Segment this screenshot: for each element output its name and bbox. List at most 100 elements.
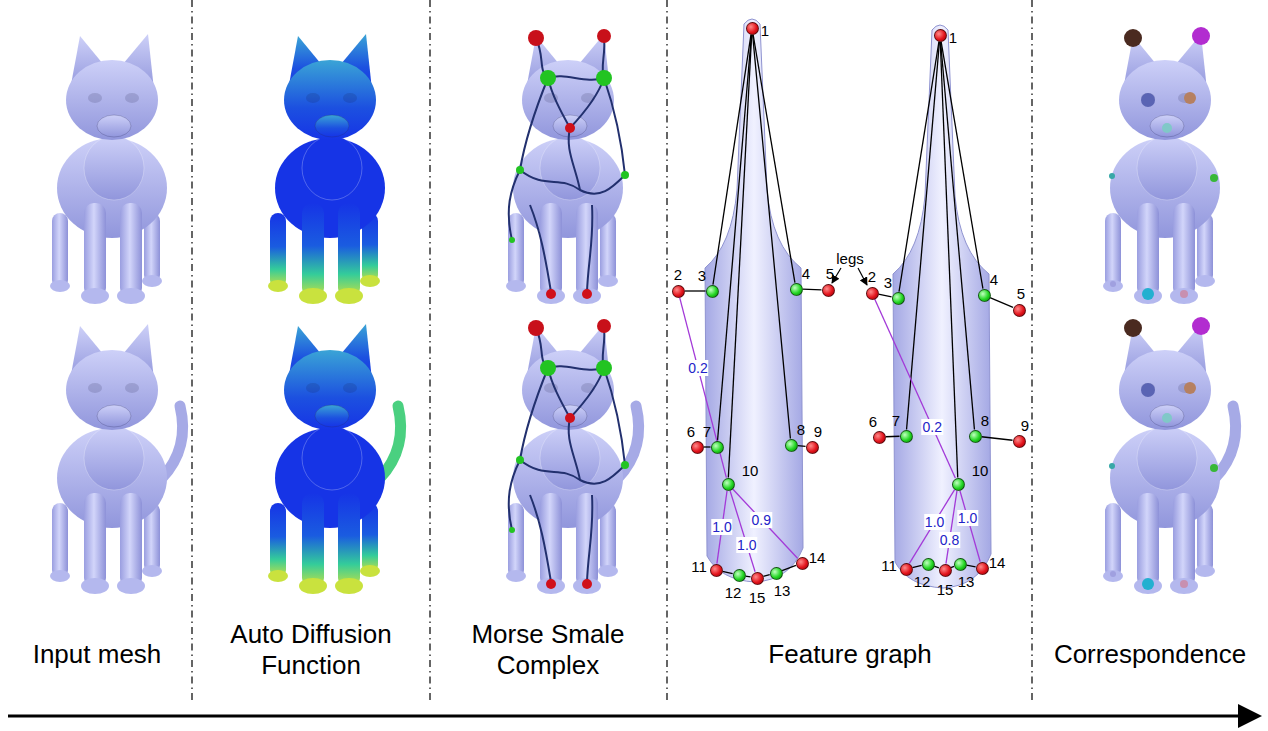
node-number: 12 (725, 585, 742, 600)
pipeline-arrow (8, 704, 1262, 728)
graph-edge (782, 565, 796, 570)
node-number: 7 (703, 424, 711, 439)
node-number: 1 (949, 30, 957, 45)
correspondence-mesh (1103, 34, 1236, 594)
graph-edge (718, 34, 752, 440)
node-number: 1 (761, 23, 769, 38)
msc-overlay (509, 29, 629, 589)
graph-edge (745, 575, 750, 577)
graph-node: 6 (873, 431, 886, 444)
edge-weight: 1.0 (924, 514, 945, 530)
graph-edge (763, 575, 769, 577)
graph-edge (912, 565, 921, 567)
graph-edge (753, 34, 795, 282)
node-number: 11 (691, 559, 707, 574)
graph-edge (728, 34, 751, 477)
node-number: 11 (881, 558, 897, 573)
edge-weight: 1.0 (711, 519, 732, 535)
graph-edge (802, 289, 821, 291)
stage-label: Morse Smale Complex (438, 619, 658, 681)
node-number: 7 (892, 413, 900, 428)
node-number: 13 (958, 574, 975, 589)
graph-edge (685, 290, 706, 291)
graph-edge (753, 34, 791, 438)
graph-node: 6 (691, 441, 704, 454)
stage-label: Correspondence (1035, 639, 1265, 670)
node-number: 8 (797, 422, 805, 437)
node-number: 14 (809, 550, 826, 565)
adf-mesh (268, 34, 401, 594)
node-number: 10 (972, 463, 989, 478)
graph-node: 15 (751, 572, 764, 585)
graph-edge (704, 446, 711, 447)
edge-weight: 0.9 (751, 512, 772, 528)
graph-edge (899, 41, 939, 291)
graph-edge (722, 571, 732, 573)
edge-weight: 0.2 (921, 419, 942, 435)
graph-node: 7 (900, 430, 913, 443)
node-number: 9 (814, 424, 822, 439)
graph-node: 13 (770, 567, 783, 580)
stage-separator (192, 0, 1032, 700)
stage-label: Auto Diffusion Function (201, 619, 421, 681)
weighted-edge (875, 299, 956, 478)
node-number: 2 (674, 267, 682, 282)
graph-node: 14 (796, 557, 809, 570)
graph-node: 5 (1013, 304, 1026, 317)
graph-node: 9 (806, 441, 819, 454)
correspondence-marks (1109, 27, 1218, 590)
graph-node: 8 (969, 430, 982, 443)
node-number: 15 (749, 590, 766, 605)
weighted-edge (960, 490, 980, 562)
node-number: 8 (981, 413, 989, 428)
graph-node: 11 (710, 564, 723, 577)
stage-label: Input mesh (0, 639, 212, 670)
graph-edge (797, 445, 805, 447)
node-number: 5 (1017, 286, 1025, 301)
node-number: 14 (989, 555, 1006, 570)
graph-edge (941, 41, 975, 429)
graph-edge (981, 437, 1012, 441)
node-number: 6 (869, 414, 877, 429)
graph-node: 2 (672, 285, 685, 298)
node-number: 9 (1021, 418, 1029, 433)
edge-weight: 0.2 (687, 360, 708, 376)
graph-edge (940, 41, 957, 477)
edge-weight: 1.0 (957, 510, 978, 526)
graph-node: 15 (939, 564, 952, 577)
graph-node: 2 (866, 287, 879, 300)
graph-node: 7 (711, 441, 724, 454)
weighted-edge (730, 490, 755, 572)
graph-node: 4 (978, 289, 991, 302)
graph-edge (990, 298, 1013, 308)
msc-mesh (506, 34, 639, 594)
legs-leader (832, 268, 867, 285)
node-number: 12 (914, 574, 931, 589)
edge-weight: 0.8 (939, 532, 960, 548)
stage-label: Feature graph (700, 639, 1000, 670)
node-number: 4 (802, 266, 810, 281)
node-number: 2 (868, 269, 876, 284)
graph-node: 1 (746, 22, 759, 35)
node-number: 3 (884, 275, 892, 290)
graph-node: 14 (976, 562, 989, 575)
graph-node: 11 (900, 563, 913, 576)
graph-edge (934, 566, 939, 568)
weighted-edge (680, 297, 727, 477)
edge-weight: 1.0 (736, 537, 757, 553)
graph-edge (878, 294, 891, 297)
node-number: 4 (990, 272, 998, 287)
graph-node: 10 (722, 478, 735, 491)
graph-edge (966, 565, 975, 567)
weighted-edge (946, 490, 957, 563)
node-number: 3 (698, 268, 706, 283)
node-number: 15 (937, 582, 954, 597)
node-number: 5 (826, 266, 834, 281)
graph-node: 5 (822, 284, 835, 297)
feature-silhouette (705, 19, 991, 588)
node-number: 13 (774, 583, 791, 598)
graph-node: 8 (785, 439, 798, 452)
